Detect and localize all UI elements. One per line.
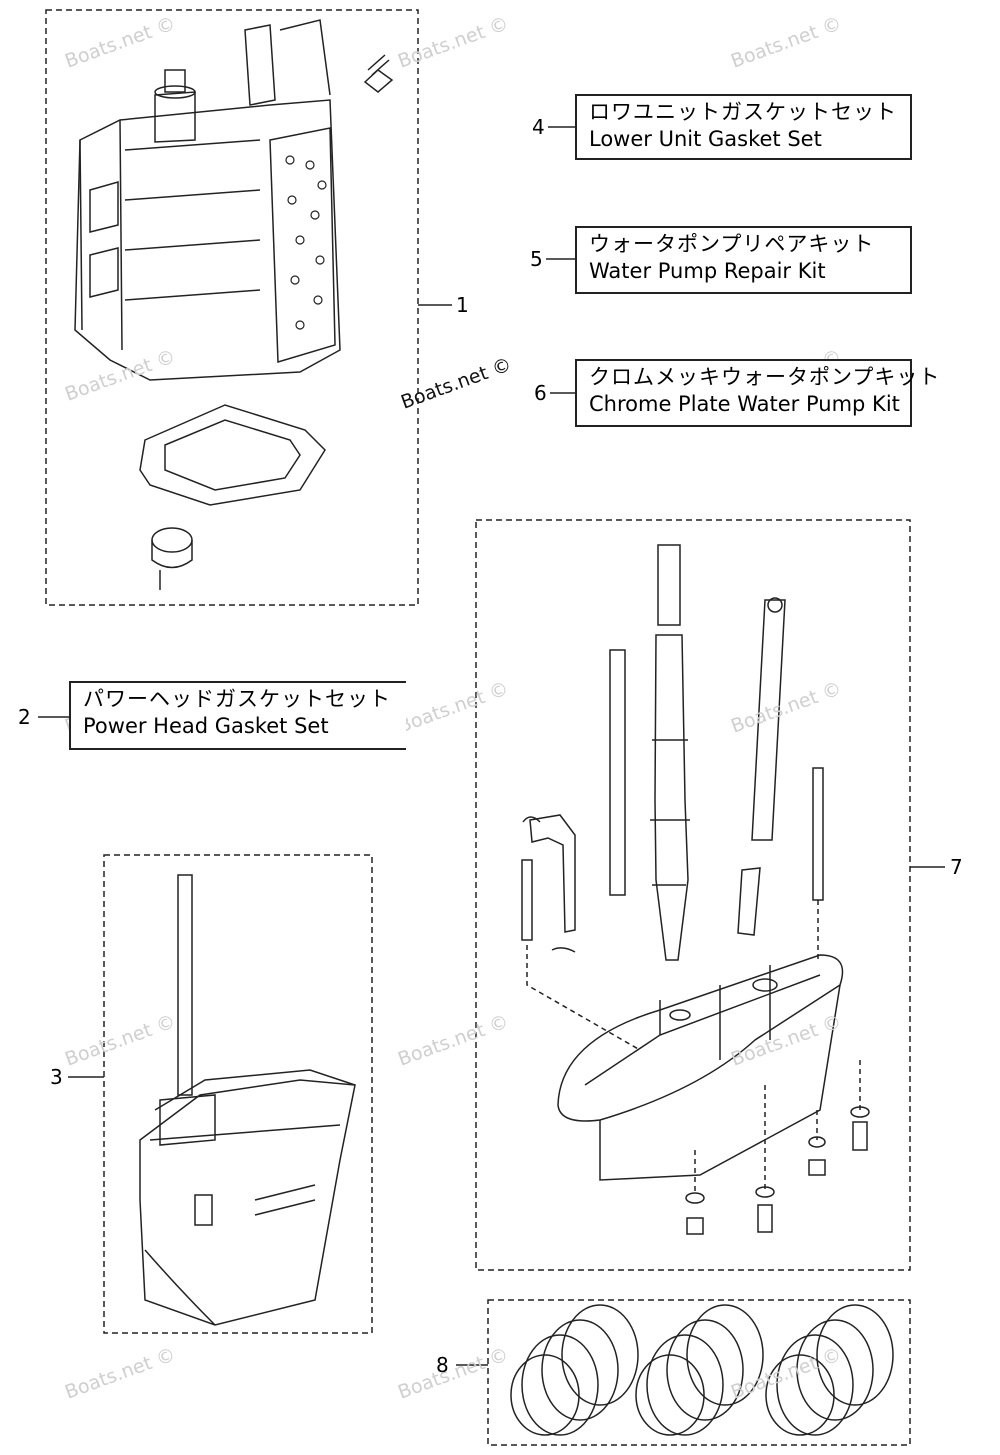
callout-number-5: 5	[530, 247, 543, 271]
callout-number-8: 8	[436, 1353, 449, 1377]
callout-number-4: 4	[532, 115, 545, 139]
label-lower-unit-gasket-set: ロワユニットガスケットセット Lower Unit Gasket Set	[575, 94, 912, 160]
label-en-text: Water Pump Repair Kit	[589, 259, 826, 283]
label-water-pump-repair-kit: ウォータポンプリペアキット Water Pump Repair Kit	[575, 226, 912, 294]
label-jp-text: パワーヘッドガスケットセット	[83, 687, 391, 711]
label-en-text: Chrome Plate Water Pump Kit	[589, 392, 900, 416]
label-power-head-gasket-set: パワーヘッドガスケットセット Power Head Gasket Set	[69, 681, 406, 750]
power-head-illustration	[74, 19, 394, 590]
callout-number-7: 7	[950, 855, 963, 879]
group-box-piston-rings	[487, 1299, 911, 1446]
group-box-power-head	[45, 9, 419, 606]
group-box-lower-unit	[103, 854, 373, 1334]
label-en-text: Power Head Gasket Set	[83, 714, 329, 738]
label-en-text: Lower Unit Gasket Set	[589, 127, 822, 151]
label-chrome-plate-water-pump-kit: クロムメッキウォータポンプキット Chrome Plate Water Pump…	[575, 359, 941, 427]
lower-unit-illustration	[139, 874, 356, 1326]
callout-number-1: 1	[456, 293, 469, 317]
label-jp-text: ロワユニットガスケットセット	[589, 100, 897, 124]
piston-rings-illustration	[510, 1304, 894, 1436]
group-box-upper-casing-kit	[475, 519, 911, 1271]
label-jp-text: ウォータポンプリペアキット	[589, 232, 875, 256]
callout-number-6: 6	[534, 381, 547, 405]
label-jp-text: クロムメッキウォータポンプキット	[589, 365, 941, 389]
upper-casing-kit-illustration	[521, 544, 870, 1235]
callout-number-2: 2	[18, 705, 31, 729]
callout-number-3: 3	[50, 1065, 63, 1089]
